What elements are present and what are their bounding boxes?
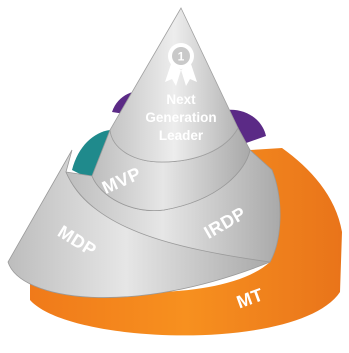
award-ribbon-icon: 1 [165,43,197,86]
mvp-back-band [72,130,110,182]
peak-label-line-2: Generation [145,110,216,125]
peak-label-line-3: Leader [159,128,204,143]
peak-leader-tip [109,7,239,163]
peak-label-line-1: Next [166,92,196,107]
award-badge-number: 1 [178,50,185,64]
tier-mt-band [30,148,342,336]
